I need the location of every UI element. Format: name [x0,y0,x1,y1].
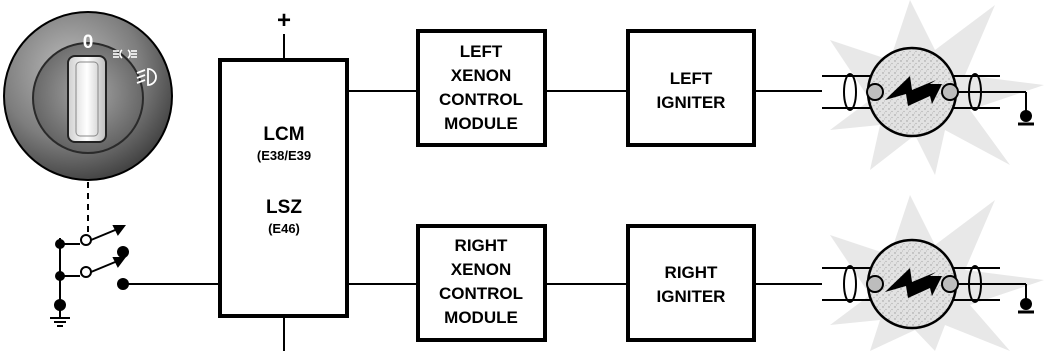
parking-light-icon [113,49,137,59]
right-module-line3: CONTROL [439,284,523,303]
right-module-line1: RIGHT [455,236,509,255]
lsz-title: LSZ [266,197,302,218]
left-xenon-bulb [822,0,1044,175]
left-igniter-box [626,29,756,147]
right-arc-bolt-icon [885,268,942,298]
left-igniter-line1: LEFT [670,69,713,88]
lcm-module-box [218,58,349,318]
switch-terminals [54,234,129,311]
left-module-line1: LEFT [460,42,503,61]
left-module-line3: CONTROL [439,90,523,109]
right-xenon-bulb [822,195,1044,351]
left-arc-bolt-icon [885,76,942,106]
lcm-title: LCM [263,124,304,145]
right-module-line4: MODULE [444,308,518,327]
switch-position-0-label: 0 [83,32,94,53]
lcm-models: (E38/E39 [257,148,311,163]
right-xenon-control-module-box [416,224,547,342]
right-igniter-line2: IGNITER [657,287,726,306]
left-module-line4: MODULE [444,114,518,133]
left-xenon-control-module-box [416,29,547,147]
low-beam-icon [136,68,157,86]
right-igniter-line1: RIGHT [665,263,719,282]
supply-plus-label: + [277,7,291,34]
right-module-line2: XENON [451,260,511,279]
left-igniter-line2: IGNITER [657,93,726,112]
lsz-model: (E46) [268,221,300,236]
left-module-line2: XENON [451,66,511,85]
right-igniter-box [626,224,756,342]
switch-contacts [50,225,218,327]
